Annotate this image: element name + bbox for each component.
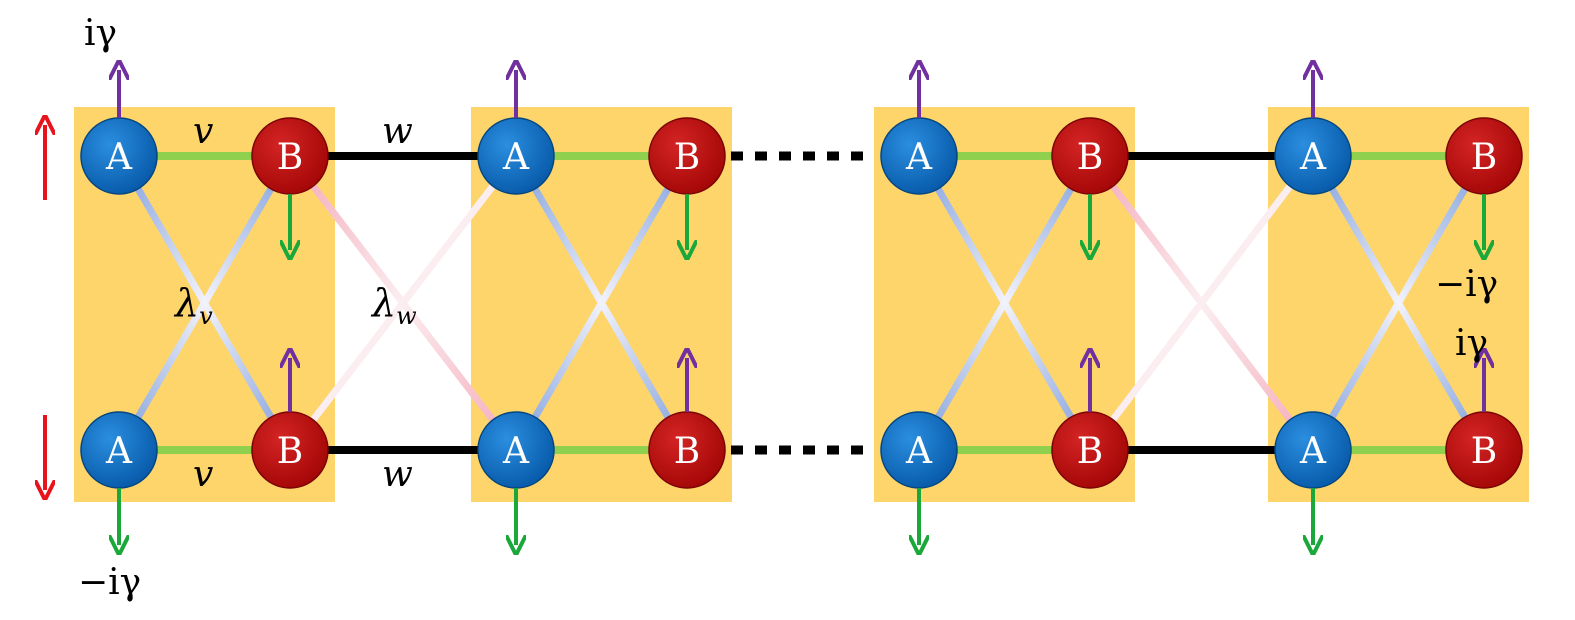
sites: A B A B A B A B A B A B A B A B (80, 117, 1523, 489)
site-label: B (1471, 137, 1497, 178)
site-a-bottom: A (80, 411, 158, 489)
intra-cross-bond (115, 154, 294, 452)
site-a-top: A (1274, 117, 1352, 195)
site-label: A (905, 431, 933, 472)
site-a-bottom: A (477, 411, 555, 489)
inter-cross-bond (287, 153, 519, 453)
gain-label-top-left: iγ (84, 13, 117, 54)
inter-hopping-bottom-label: w (382, 454, 413, 495)
site-a-top: A (80, 117, 158, 195)
site-label: B (674, 431, 700, 472)
site-label: A (502, 431, 530, 472)
intra-cross-bond (915, 154, 1094, 452)
site-a-top: A (477, 117, 555, 195)
site-b-top: B (648, 117, 726, 195)
site-label: B (1077, 137, 1103, 178)
site-label: A (905, 137, 933, 178)
intra-hopping-top-label: v (193, 111, 213, 152)
inter-hopping-top-label: w (382, 111, 413, 152)
intra-hopping-bottom-label: v (193, 454, 213, 495)
gain-label-right: iγ (1455, 323, 1488, 364)
site-label: A (1299, 137, 1327, 178)
site-a-bottom: A (1274, 411, 1352, 489)
loss-label-right: −iγ (1435, 264, 1498, 305)
site-label: B (1077, 431, 1103, 472)
site-a-top: A (880, 117, 958, 195)
site-label: A (105, 431, 133, 472)
site-label: A (105, 137, 133, 178)
site-label: B (277, 431, 303, 472)
site-label: B (674, 137, 700, 178)
site-label: B (1471, 431, 1497, 472)
site-label: B (277, 137, 303, 178)
gain-loss-arrows (119, 70, 1484, 545)
site-b-bottom: B (1445, 411, 1523, 489)
site-label: A (502, 137, 530, 178)
loss-label-bottom-left: −iγ (78, 562, 141, 603)
site-b-top: B (1445, 117, 1523, 195)
site-a-bottom: A (880, 411, 958, 489)
inter-cross-bond (1087, 153, 1316, 453)
intra-cross-bond (1309, 154, 1488, 452)
site-b-bottom: B (1051, 411, 1129, 489)
site-b-bottom: B (648, 411, 726, 489)
intra-cross-bond (512, 154, 691, 452)
inter-cross-label: λw (370, 281, 417, 330)
site-label: A (1299, 431, 1327, 472)
site-b-top: B (251, 117, 329, 195)
site-b-top: B (1051, 117, 1129, 195)
intra-cross-label: λv (173, 281, 213, 330)
site-b-bottom: B (251, 411, 329, 489)
